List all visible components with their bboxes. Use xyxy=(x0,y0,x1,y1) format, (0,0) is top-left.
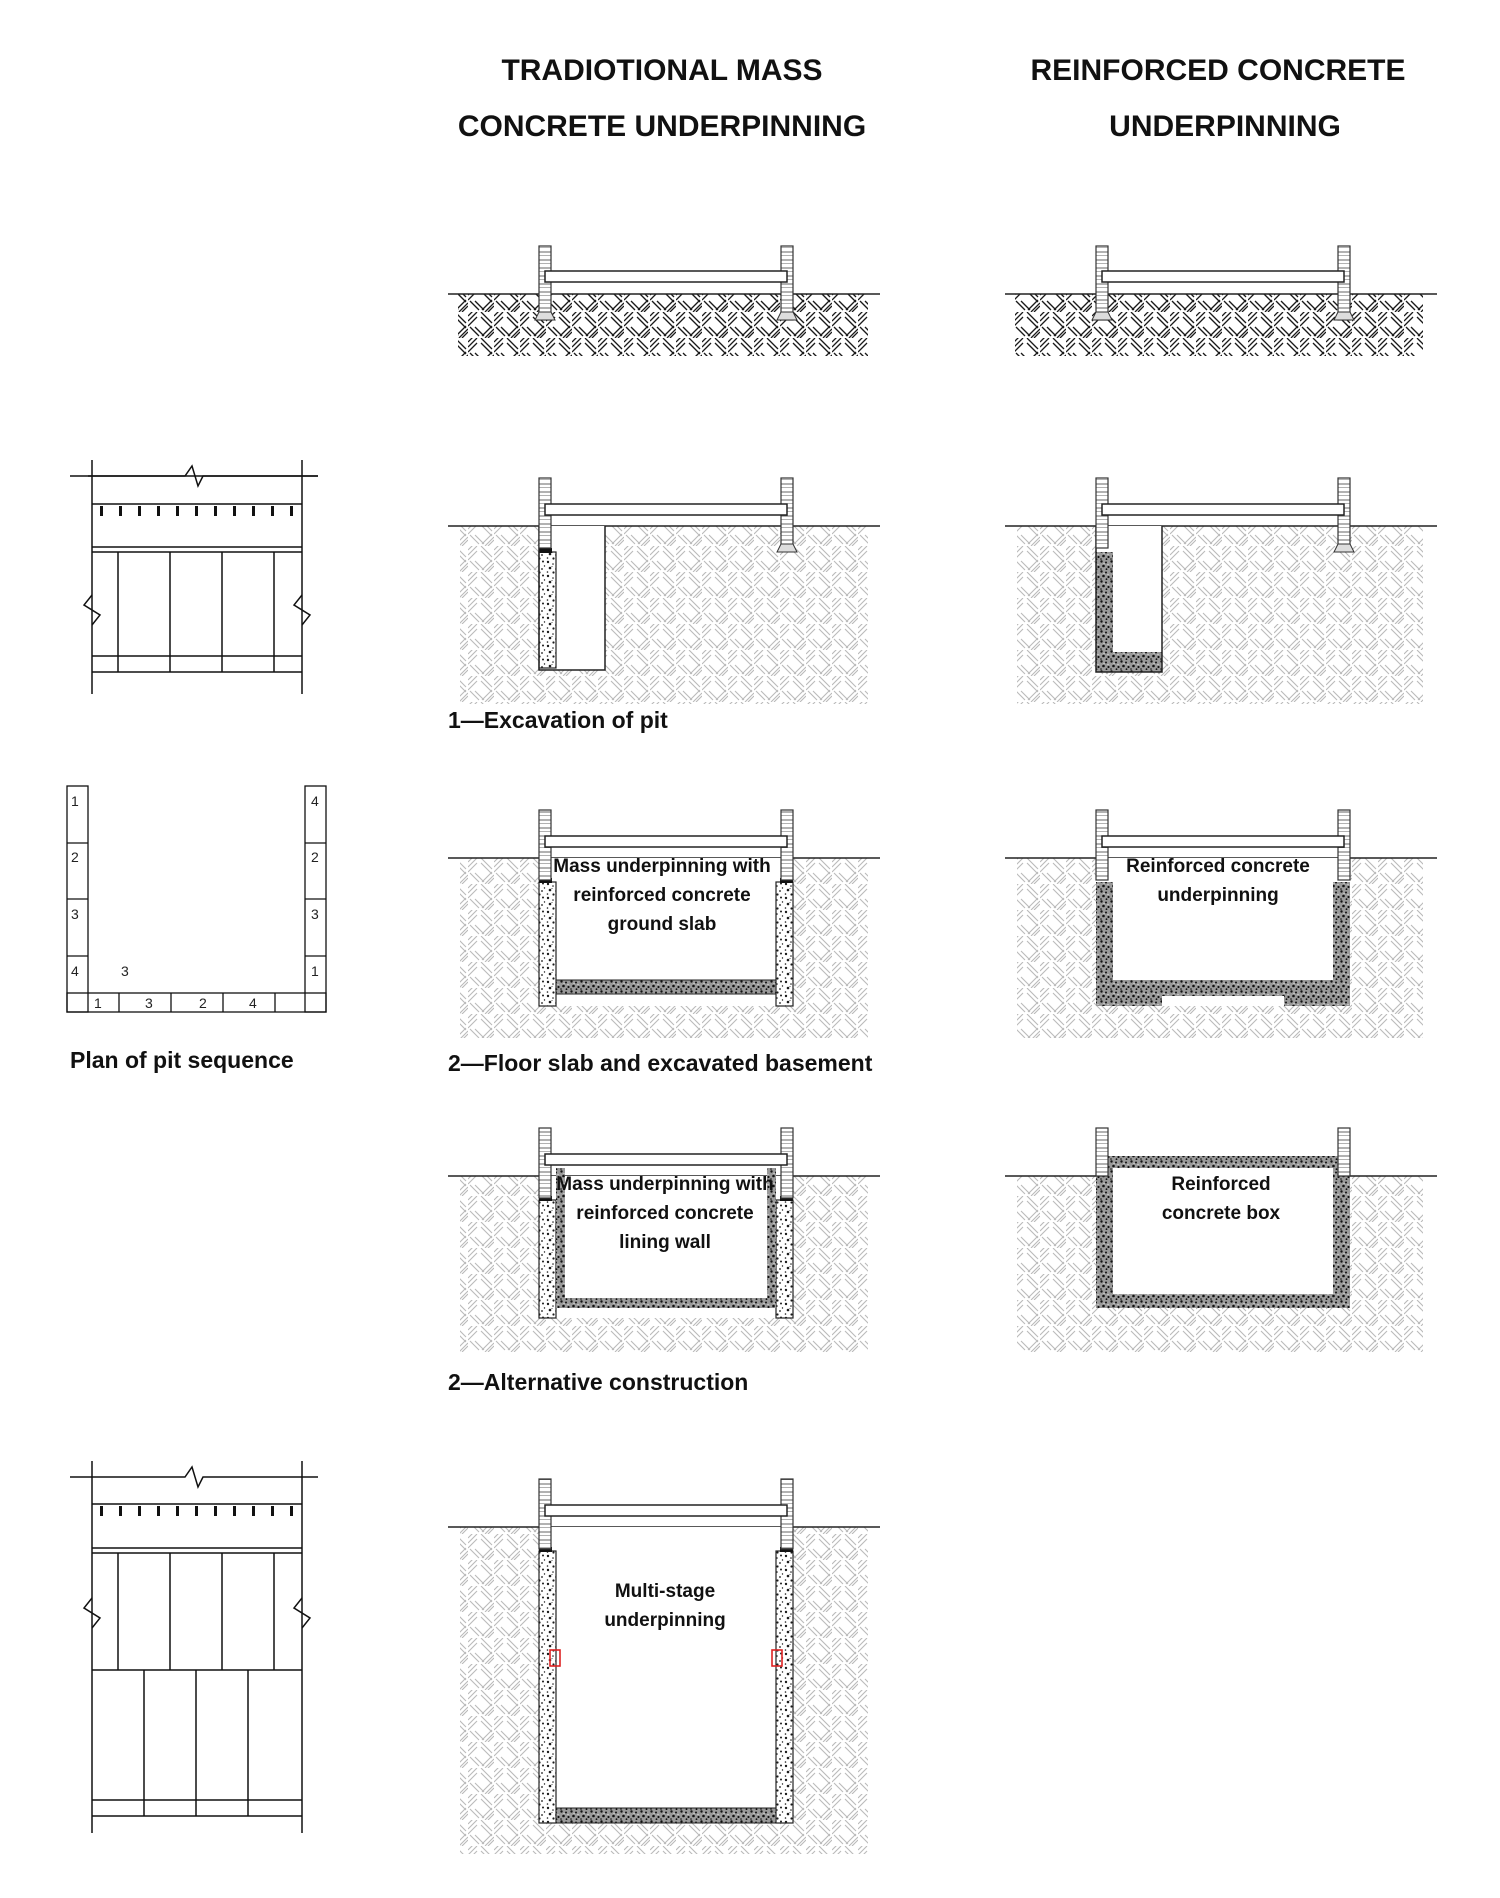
basement-mass-slab xyxy=(448,809,880,1038)
label-mass-lining-1: Mass underpinning with xyxy=(556,1174,773,1195)
excavation-pit-mass xyxy=(448,477,880,704)
pit-sequence-plan xyxy=(66,785,327,1013)
elevation-sketch-bottom-joists xyxy=(100,1506,293,1516)
pit-right-1: 4 xyxy=(311,793,319,809)
label-mass-slab-3: ground slab xyxy=(608,914,717,935)
label-mass-slab-1: Mass underpinning with xyxy=(553,856,770,877)
header-rc-line2: UNDERPINNING xyxy=(1109,110,1341,143)
caption-alternative: 2—Alternative construction xyxy=(448,1369,748,1395)
caption-plan: Plan of pit sequence xyxy=(70,1047,294,1073)
header-rc-line1: REINFORCED CONCRETE xyxy=(1030,54,1405,87)
elevation-sketch-top-joists xyxy=(100,506,293,516)
label-rc-box-2: concrete box xyxy=(1162,1203,1281,1224)
caption-excavation: 1—Excavation of pit xyxy=(448,707,668,733)
label-mass-lining-3: lining wall xyxy=(619,1232,711,1253)
pit-bottom-2: 3 xyxy=(145,995,153,1011)
pit-left-3: 3 xyxy=(71,906,79,922)
header-mass-line1: TRADIOTIONAL MASS xyxy=(501,54,822,87)
alternative-mass-lining xyxy=(448,1127,880,1352)
excavation-pit-rc xyxy=(1005,477,1437,704)
basement-rc-underpinning xyxy=(1005,809,1437,1038)
multi-stage-section xyxy=(448,1478,880,1854)
label-multi-stage-2: underpinning xyxy=(604,1610,725,1631)
label-mass-slab-2: reinforced concrete xyxy=(573,885,750,906)
existing-section-rc xyxy=(1005,245,1437,356)
pit-left-1: 1 xyxy=(71,793,79,809)
pit-inner: 3 xyxy=(121,963,129,979)
pit-right-2: 2 xyxy=(311,849,319,865)
pit-left-4: 4 xyxy=(71,963,79,979)
caption-floor-slab: 2—Floor slab and excavated basement xyxy=(448,1050,873,1076)
elevation-sketch-top xyxy=(70,460,318,694)
label-rc-box-1: Reinforced xyxy=(1171,1174,1270,1195)
pit-bottom-4: 4 xyxy=(249,995,257,1011)
pit-bottom-1: 1 xyxy=(94,995,102,1011)
pit-left-2: 2 xyxy=(71,849,79,865)
elevation-sketch-bottom xyxy=(70,1461,318,1833)
alternative-rc-box xyxy=(1005,1127,1437,1352)
header-mass-line2: CONCRETE UNDERPINNING xyxy=(458,110,866,143)
pit-right-3: 3 xyxy=(311,906,319,922)
label-rc-underpinning-1: Reinforced concrete xyxy=(1126,856,1310,877)
existing-section-mass xyxy=(448,245,880,356)
pit-bottom-3: 2 xyxy=(199,995,207,1011)
label-mass-lining-2: reinforced concrete xyxy=(576,1203,753,1224)
pit-right-4: 1 xyxy=(311,963,319,979)
label-rc-underpinning-2: underpinning xyxy=(1157,885,1278,906)
label-multi-stage-1: Multi-stage xyxy=(615,1581,715,1602)
